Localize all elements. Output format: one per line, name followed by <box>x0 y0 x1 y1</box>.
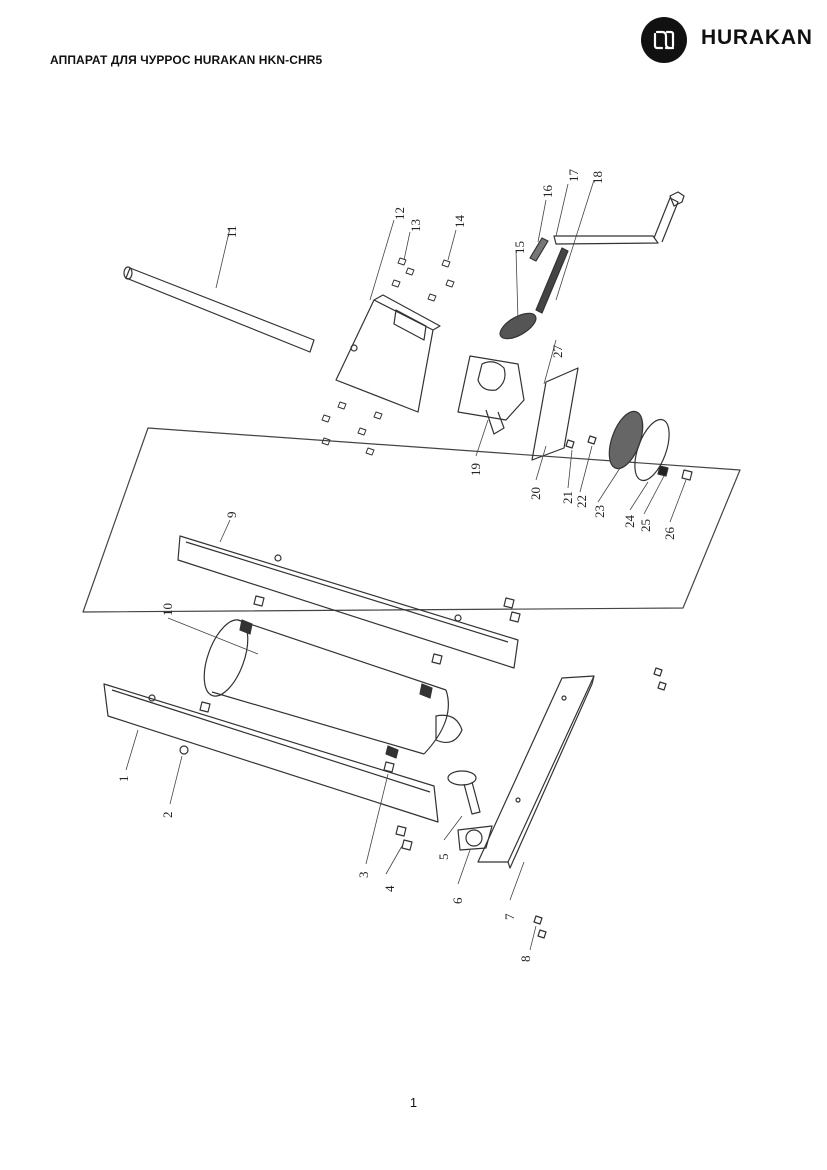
part-label: 26 <box>662 527 677 541</box>
part-label: 22 <box>574 495 589 508</box>
part-label: 7 <box>502 913 517 920</box>
part-label: 2 <box>160 812 175 819</box>
part-label: 1 <box>116 776 131 783</box>
page-number: 1 <box>409 1095 418 1110</box>
part-label: 8 <box>518 956 533 963</box>
part-label: 24 <box>622 515 637 529</box>
part-label: 3 <box>356 872 371 879</box>
part-label: 21 <box>560 491 575 504</box>
part-label: 5 <box>436 854 451 861</box>
part-label: 15 <box>512 241 527 254</box>
part-label: 14 <box>452 215 467 229</box>
part-label: 25 <box>638 519 653 532</box>
part-label: 10 <box>160 603 175 616</box>
part-label: 4 <box>382 885 397 892</box>
part-label: 11 <box>224 225 239 238</box>
exploded-view-diagram: 1 2 3 4 5 6 7 8 9 10 11 12 13 14 15 16 1… <box>82 169 741 963</box>
document-title: АППАРАТ ДЛЯ ЧУРРОС HURAKAN HKN-CHR5 <box>50 53 323 67</box>
part-label: 18 <box>590 171 605 184</box>
part-label: 13 <box>408 219 423 232</box>
brand-logo-icon <box>641 17 687 63</box>
part-label: 9 <box>224 512 239 519</box>
part-label: 19 <box>468 463 483 476</box>
part-label: 6 <box>450 897 465 904</box>
part-label: 27 <box>550 345 565 359</box>
part-label: 17 <box>566 169 581 183</box>
part-label: 12 <box>392 207 407 220</box>
part-label: 16 <box>540 185 555 199</box>
part-label: 23 <box>592 505 607 518</box>
part-label: 20 <box>528 487 543 500</box>
brand-name: HURAKAN <box>701 26 813 49</box>
brand-logo: HURAKAN <box>641 17 813 63</box>
